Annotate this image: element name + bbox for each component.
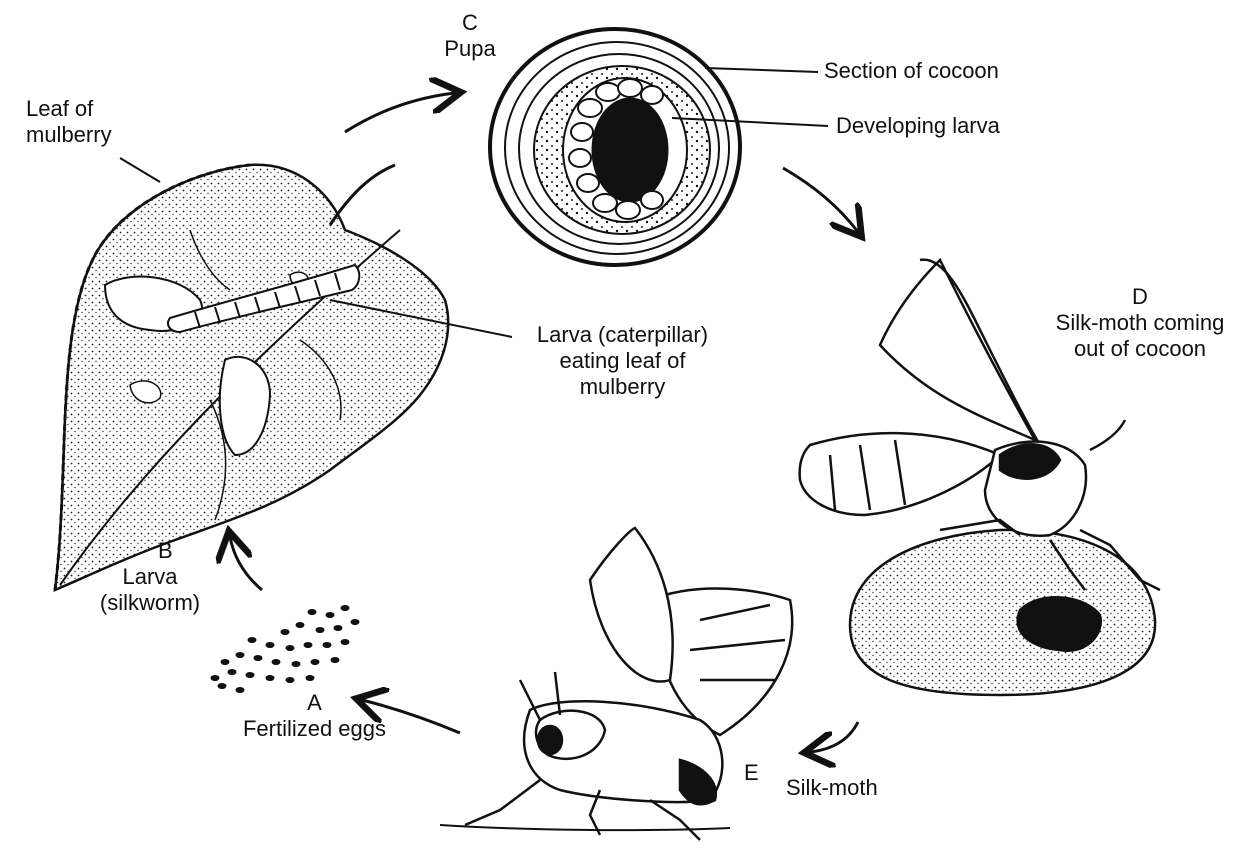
label-section-of-cocoon: Section of cocoon xyxy=(824,58,999,84)
label-developing-larva: Developing larva xyxy=(836,113,1000,139)
label-pupa-group: C Pupa xyxy=(430,10,510,62)
cocoon-section xyxy=(490,29,740,265)
leader-section-of-cocoon xyxy=(705,68,818,72)
label-eggs-group: A Fertilized eggs xyxy=(232,690,397,742)
label-silk-moth: Silk-moth xyxy=(786,775,878,801)
label-larva-silkworm-line-2: (silkworm) xyxy=(80,590,220,616)
label-leaf-line-2: mulberry xyxy=(26,122,112,148)
label-moth-emerging-group: D Silk-moth coming out of cocoon xyxy=(1040,284,1240,362)
label-larva-caterpillar-line-3: mulberry xyxy=(505,374,740,400)
label-larva-caterpillar: Larva (caterpillar) eating leaf of mulbe… xyxy=(505,322,740,400)
label-larva-silkworm-line-1: Larva xyxy=(80,564,220,590)
arrow-emerging-to-moth xyxy=(810,722,858,752)
label-leaf-line-1: Leaf of xyxy=(26,96,112,122)
label-larva-caterpillar-line-1: Larva (caterpillar) xyxy=(505,322,740,348)
mulberry-leaf xyxy=(55,165,448,590)
label-pupa: Pupa xyxy=(430,36,510,62)
label-larva-letter: B xyxy=(80,538,220,564)
arrow-leaf-to-pupa xyxy=(345,93,455,132)
adult-silk-moth xyxy=(440,528,792,840)
label-eggs-letter: A xyxy=(232,690,397,716)
label-moth-emerging-line-2: out of cocoon xyxy=(1040,336,1240,362)
arrow-pupa-to-moth-emerging xyxy=(783,168,858,232)
fertilized-eggs xyxy=(211,606,359,693)
label-leaf-of-mulberry: Leaf of mulberry xyxy=(26,96,112,148)
label-pupa-letter: C xyxy=(430,10,510,36)
label-moth-emerging-line-1: Silk-moth coming xyxy=(1040,310,1240,336)
label-larva-silkworm-group: B Larva (silkworm) xyxy=(80,538,220,616)
arrow-eggs-to-larva xyxy=(230,537,262,590)
label-larva-caterpillar-line-2: eating leaf of xyxy=(505,348,740,374)
leader-leaf xyxy=(120,158,160,182)
label-moth-letter: E xyxy=(744,760,759,786)
label-moth-emerging-letter: D xyxy=(1040,284,1240,310)
label-fertilized-eggs: Fertilized eggs xyxy=(232,716,397,742)
